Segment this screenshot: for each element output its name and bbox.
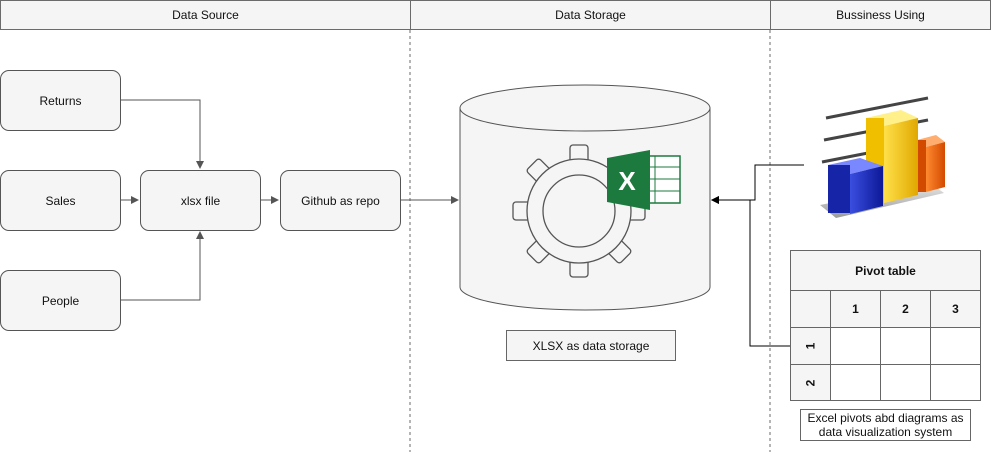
node-returns[interactable]: Returns [0, 70, 121, 131]
pivot-data-cell [880, 327, 931, 365]
pivot-row-header-label: 2 [803, 379, 818, 386]
node-github-repo[interactable]: Github as repo [280, 170, 401, 231]
pivot-data-cell [880, 364, 931, 401]
edge-people-to-xlsx [120, 231, 204, 301]
node-sales[interactable]: Sales [0, 170, 121, 231]
excel-icon: X [607, 150, 681, 210]
gear-icon [512, 144, 646, 278]
svg-text:X: X [618, 166, 636, 196]
pivot-col-header: 2 [880, 290, 931, 328]
pivot-table: Pivot table 1 2 3 1 2 [790, 250, 981, 401]
pivot-data-cell [930, 327, 981, 365]
lane-header-data-storage: Data Storage [410, 0, 771, 30]
edge-chart-to-storage [711, 164, 804, 204]
edge-returns-to-xlsx [120, 99, 204, 169]
node-people[interactable]: People [0, 270, 121, 331]
pivot-row-header: 1 [790, 327, 831, 365]
pivot-data-cell [930, 364, 981, 401]
node-xlsx-file[interactable]: xlsx file [140, 170, 261, 231]
lane-header-business-using: Bussiness Using [770, 0, 991, 30]
visualization-caption: Excel pivots abd diagrams as data visual… [800, 409, 971, 441]
pivot-corner-cell [790, 290, 831, 328]
edge-pivot-to-storage [711, 196, 790, 347]
pivot-data-cell [830, 364, 881, 401]
pivot-col-header: 1 [830, 290, 881, 328]
pivot-row-header-label: 1 [803, 342, 818, 350]
pivot-table-title: Pivot table [790, 250, 981, 291]
pivot-row-header: 2 [790, 364, 831, 401]
pivot-col-header: 3 [930, 290, 981, 328]
3d-bar-chart-icon [820, 96, 945, 218]
pivot-data-cell [830, 327, 881, 365]
lane-header-data-source: Data Source [0, 0, 411, 30]
storage-label: XLSX as data storage [506, 330, 676, 361]
